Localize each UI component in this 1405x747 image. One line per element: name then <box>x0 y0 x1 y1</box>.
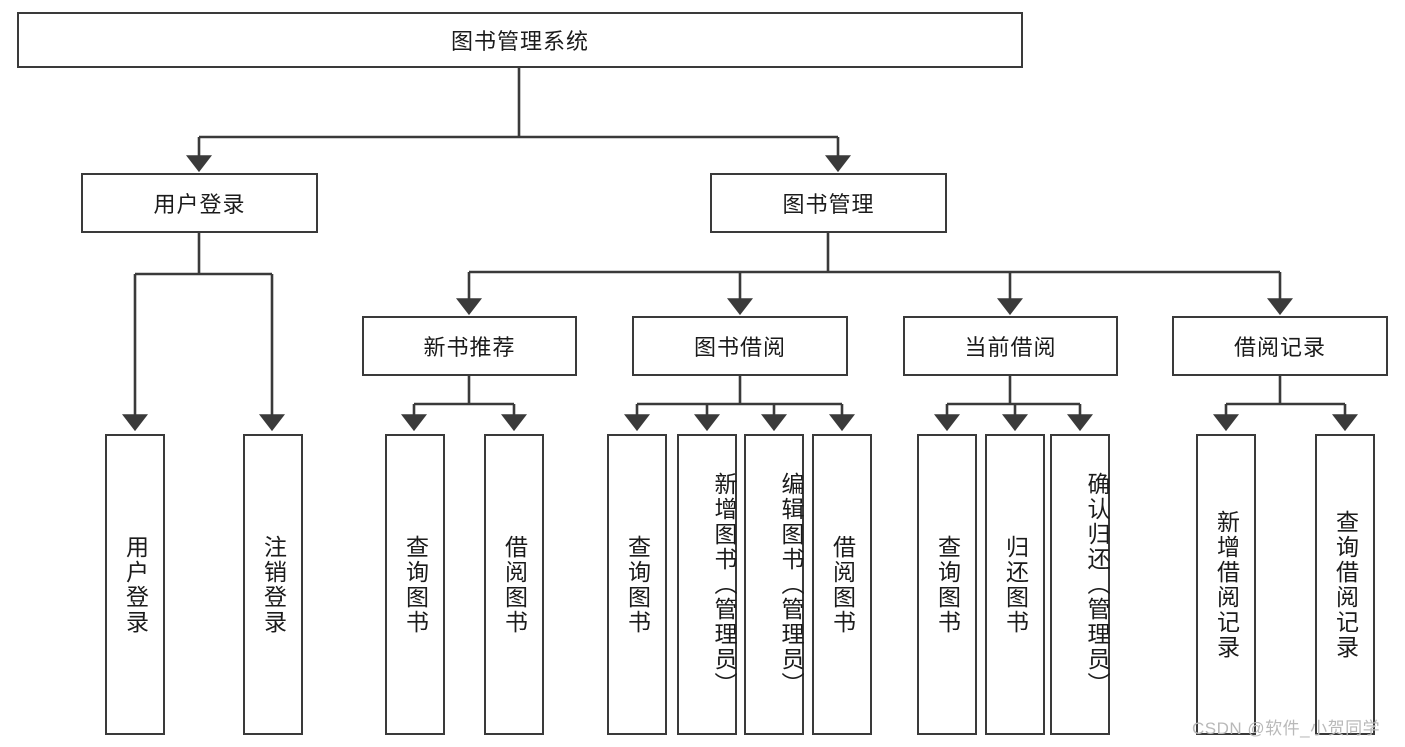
leaf-user-logout-label: 注销登录 <box>260 534 287 635</box>
leaf-user-logout[interactable]: 注销登录 <box>243 434 303 735</box>
leaf-add-book-label: 新增图书（管理员） <box>711 472 737 697</box>
edges-root-to-level2 <box>186 68 851 173</box>
node-borrow-records-label: 借阅记录 <box>1233 335 1326 360</box>
leaf-query-book-current[interactable]: 查询图书 <box>917 434 977 735</box>
node-book-management-label: 图书管理 <box>782 192 875 217</box>
leaf-query-borrow-record-label: 查询借阅记录 <box>1332 509 1359 660</box>
node-book-management[interactable]: 图书管理 <box>710 173 947 233</box>
leaf-query-book-newbook[interactable]: 查询图书 <box>385 434 445 735</box>
node-root-label: 图书管理系统 <box>450 29 589 54</box>
node-new-book-recommendation-label: 新书推荐 <box>423 335 516 360</box>
leaf-borrow-book-newbook-label: 借阅图书 <box>501 534 528 635</box>
node-current-borrowing-label: 当前借阅 <box>964 335 1057 360</box>
edges-newbook-to-leaves <box>401 376 527 432</box>
csdn-watermark: CSDN @软件_小贺同学 <box>1192 719 1381 738</box>
leaf-query-borrow-record[interactable]: 查询借阅记录 <box>1315 434 1375 735</box>
leaf-edit-book-label: 编辑图书（管理员） <box>778 472 804 697</box>
node-book-borrowing-label: 图书借阅 <box>693 335 786 360</box>
node-book-borrowing[interactable]: 图书借阅 <box>632 316 848 376</box>
node-root[interactable]: 图书管理系统 <box>17 12 1023 68</box>
leaf-user-login[interactable]: 用户登录 <box>105 434 165 735</box>
node-user-login-module[interactable]: 用户登录 <box>81 173 318 233</box>
leaf-borrow-book-label: 借阅图书 <box>829 534 856 635</box>
edges-current-to-leaves <box>934 376 1093 432</box>
leaf-edit-book[interactable]: 编辑图书（管理员） <box>744 434 804 735</box>
edges-login-to-leaves <box>122 233 285 432</box>
leaf-user-login-label: 用户登录 <box>122 534 149 635</box>
leaf-add-book[interactable]: 新增图书（管理员） <box>677 434 737 735</box>
edges-bookmgmt-to-level3 <box>456 233 1293 316</box>
leaf-borrow-book-newbook[interactable]: 借阅图书 <box>484 434 544 735</box>
leaf-query-book-borrow[interactable]: 查询图书 <box>607 434 667 735</box>
leaf-return-book-label: 归还图书 <box>1002 534 1029 635</box>
leaf-add-borrow-record[interactable]: 新增借阅记录 <box>1196 434 1256 735</box>
leaf-query-book-current-label: 查询图书 <box>934 534 961 635</box>
leaf-return-book[interactable]: 归还图书 <box>985 434 1045 735</box>
leaf-confirm-return-label: 确认归还（管理员） <box>1084 472 1110 697</box>
leaf-add-borrow-record-label: 新增借阅记录 <box>1213 509 1240 660</box>
node-current-borrowing[interactable]: 当前借阅 <box>903 316 1118 376</box>
leaf-borrow-book[interactable]: 借阅图书 <box>812 434 872 735</box>
leaf-query-book-newbook-label: 查询图书 <box>402 534 429 635</box>
node-borrow-records[interactable]: 借阅记录 <box>1172 316 1388 376</box>
node-new-book-recommendation[interactable]: 新书推荐 <box>362 316 577 376</box>
edges-records-to-leaves <box>1213 376 1358 432</box>
edges-borrow-to-leaves <box>624 376 855 432</box>
node-user-login-module-label: 用户登录 <box>153 192 246 217</box>
leaf-confirm-return[interactable]: 确认归还（管理员） <box>1050 434 1110 735</box>
leaf-query-book-borrow-label: 查询图书 <box>624 534 651 635</box>
